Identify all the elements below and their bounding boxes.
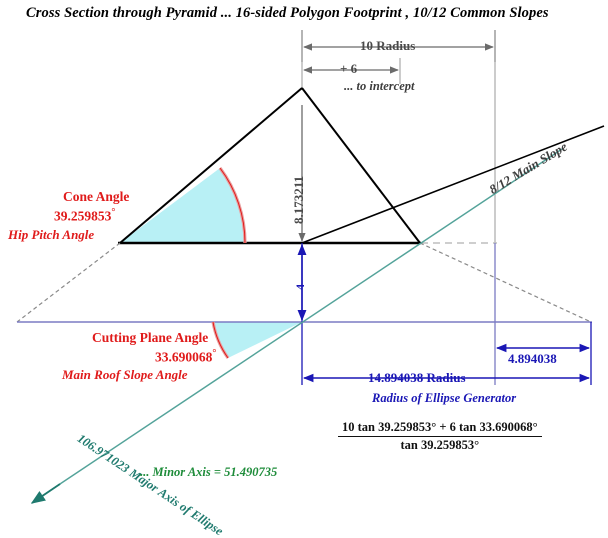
cutting-angle-degree: °: [212, 348, 216, 359]
cone-angle-number: 39.259853: [54, 209, 111, 224]
major-axis-arrow-end: [32, 484, 60, 503]
value-cone-angle: 39.259853°: [54, 208, 115, 223]
dim-label-drop-4: 4: [294, 284, 306, 290]
cone-angle-degree: °: [111, 207, 115, 218]
formula-block: 10 tan 39.259853° + 6 tan 33.690068° tan…: [338, 421, 542, 451]
label-minor-axis: ... Minor Axis = 51.490735: [140, 466, 277, 479]
dim-label-ellipse-radius: 14.894038 Radius: [368, 371, 466, 384]
label-main-roof-slope-angle: Main Roof Slope Angle: [62, 368, 188, 381]
formula-denominator: tan 39.259853°: [338, 437, 542, 452]
page-title: Cross Section through Pyramid ... 16-sid…: [26, 6, 549, 21]
label-hip-pitch-angle: Hip Pitch Angle: [8, 228, 94, 241]
cutting-angle-number: 33.690068: [155, 350, 212, 365]
dim-label-height: 8.173211: [292, 176, 305, 224]
value-cutting-plane-angle: 33.690068°: [155, 349, 216, 364]
label-to-intercept: ... to intercept: [344, 80, 414, 93]
label-cone-angle: Cone Angle: [63, 190, 129, 204]
dim-label-right-offset: 4.894038: [508, 352, 557, 365]
dim-label-plus-6: + 6: [340, 62, 357, 75]
dim-label-10-radius: 10 Radius: [360, 39, 415, 52]
intercept-descending-dashed: [420, 243, 591, 322]
formula-numerator: 10 tan 39.259853° + 6 tan 33.690068°: [338, 421, 542, 437]
cone-line-extension-dashed: [17, 243, 120, 322]
label-cutting-plane-angle: Cutting Plane Angle: [92, 331, 208, 345]
diagram-canvas: Cross Section through Pyramid ... 16-sid…: [0, 0, 608, 516]
caption-ellipse-generator: Radius of Ellipse Generator: [372, 392, 516, 405]
